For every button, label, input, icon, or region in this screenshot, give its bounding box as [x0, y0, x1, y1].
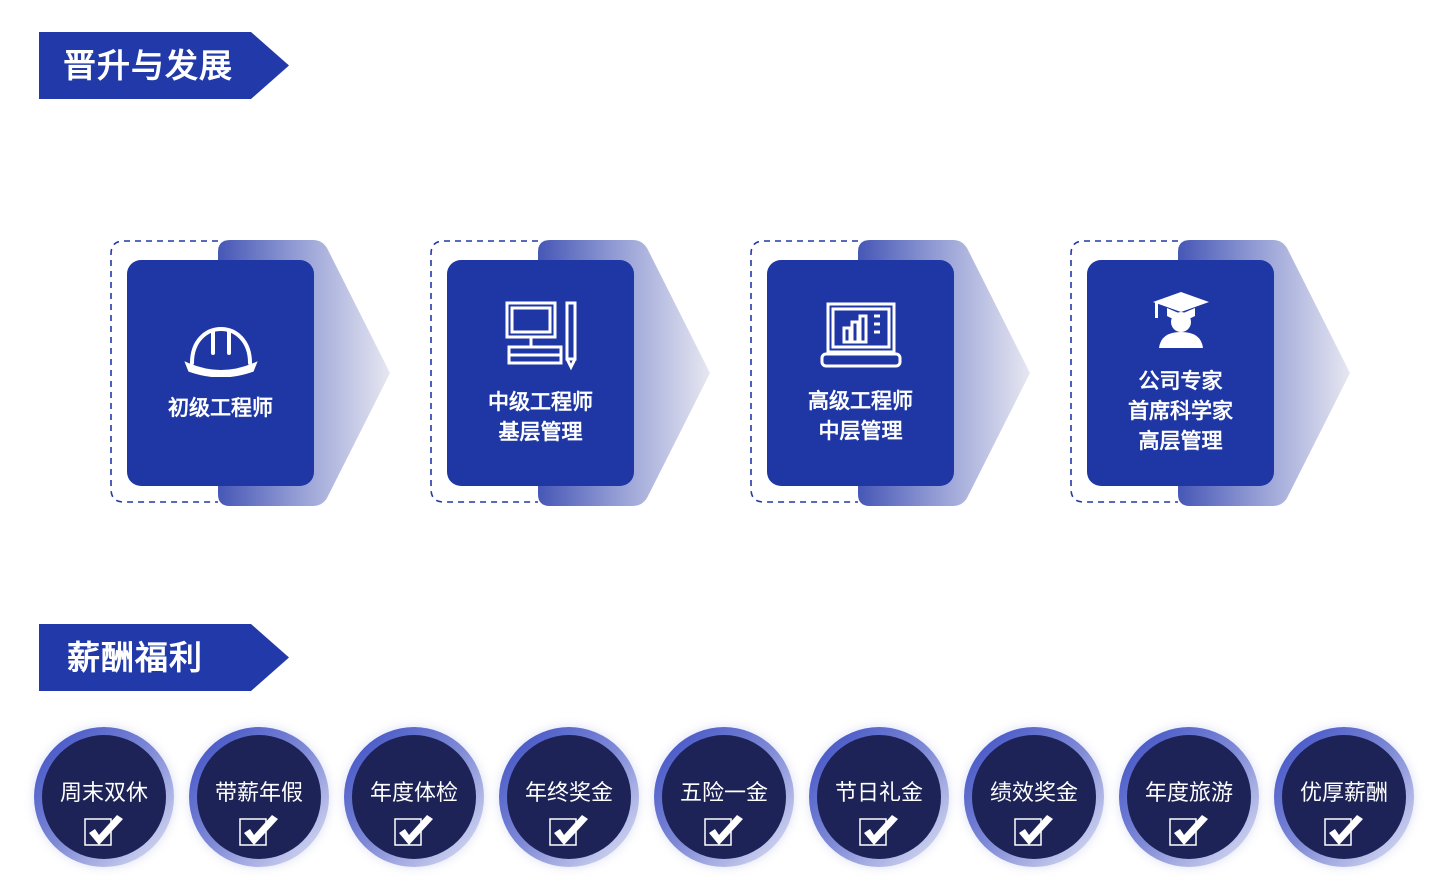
career-stage: 公司专家首席科学家高层管理 — [1070, 240, 1360, 506]
checkbox-checked-icon — [238, 813, 280, 851]
checkbox-checked-icon — [548, 813, 590, 851]
stage-title-line: 初级工程师 — [168, 396, 273, 420]
computer-desk-icon — [503, 299, 579, 375]
benefit-badge: 年终奖金 — [499, 727, 639, 867]
stage-card: 高级工程师中层管理 — [767, 260, 954, 486]
stage-title-line: 基层管理 — [498, 420, 583, 444]
stage-card: 中级工程师基层管理 — [447, 260, 634, 486]
benefit-label: 年终奖金 — [524, 781, 613, 806]
benefit-badge: 带薪年假 — [189, 727, 329, 867]
stage-title-line: 高层管理 — [1138, 429, 1223, 453]
stage-title-line: 中级工程师 — [488, 390, 593, 414]
career-section-title: 晋升与发展 — [63, 46, 233, 85]
benefits-section-banner: 薪酬福利 — [39, 624, 289, 691]
benefit-label: 带薪年假 — [214, 781, 303, 806]
benefit-label: 绩效奖金 — [989, 781, 1078, 806]
career-section-banner: 晋升与发展 — [39, 32, 289, 99]
benefit-label: 优厚薪酬 — [1299, 781, 1388, 806]
career-stage: 初级工程师 — [110, 240, 400, 506]
benefit-badge: 节日礼金 — [809, 727, 949, 867]
graduate-icon — [1151, 290, 1211, 354]
stage-title-line: 高级工程师 — [808, 389, 913, 413]
checkbox-checked-icon — [393, 813, 435, 851]
benefit-badge: 优厚薪酬 — [1274, 727, 1414, 867]
checkbox-checked-icon — [1323, 813, 1365, 851]
laptop-chart-icon — [820, 300, 902, 374]
stage-card: 公司专家首席科学家高层管理 — [1087, 260, 1274, 486]
stage-card: 初级工程师 — [127, 260, 314, 486]
career-stage: 中级工程师基层管理 — [430, 240, 720, 506]
stage-title-line: 公司专家 — [1138, 369, 1223, 393]
checkbox-checked-icon — [858, 813, 900, 851]
checkbox-checked-icon — [1168, 813, 1210, 851]
benefits-section-title: 薪酬福利 — [67, 638, 203, 677]
benefit-label: 年度旅游 — [1144, 781, 1233, 806]
checkbox-checked-icon — [1013, 813, 1055, 851]
stage-title-line: 中层管理 — [818, 419, 903, 443]
stage-title-line: 首席科学家 — [1128, 399, 1233, 423]
checkbox-checked-icon — [703, 813, 745, 851]
hard-hat-icon — [183, 323, 258, 381]
benefit-badge: 五险一金 — [654, 727, 794, 867]
benefit-label: 周末双休 — [59, 781, 148, 806]
benefit-label: 年度体检 — [369, 781, 458, 806]
benefit-badge: 绩效奖金 — [964, 727, 1104, 867]
benefit-badge: 周末双休 — [34, 727, 174, 867]
career-stage: 高级工程师中层管理 — [750, 240, 1040, 506]
checkbox-checked-icon — [83, 813, 125, 851]
benefit-label: 五险一金 — [679, 781, 768, 806]
benefit-badge: 年度旅游 — [1119, 727, 1259, 867]
benefit-badge: 年度体检 — [344, 727, 484, 867]
benefit-label: 节日礼金 — [834, 781, 923, 806]
